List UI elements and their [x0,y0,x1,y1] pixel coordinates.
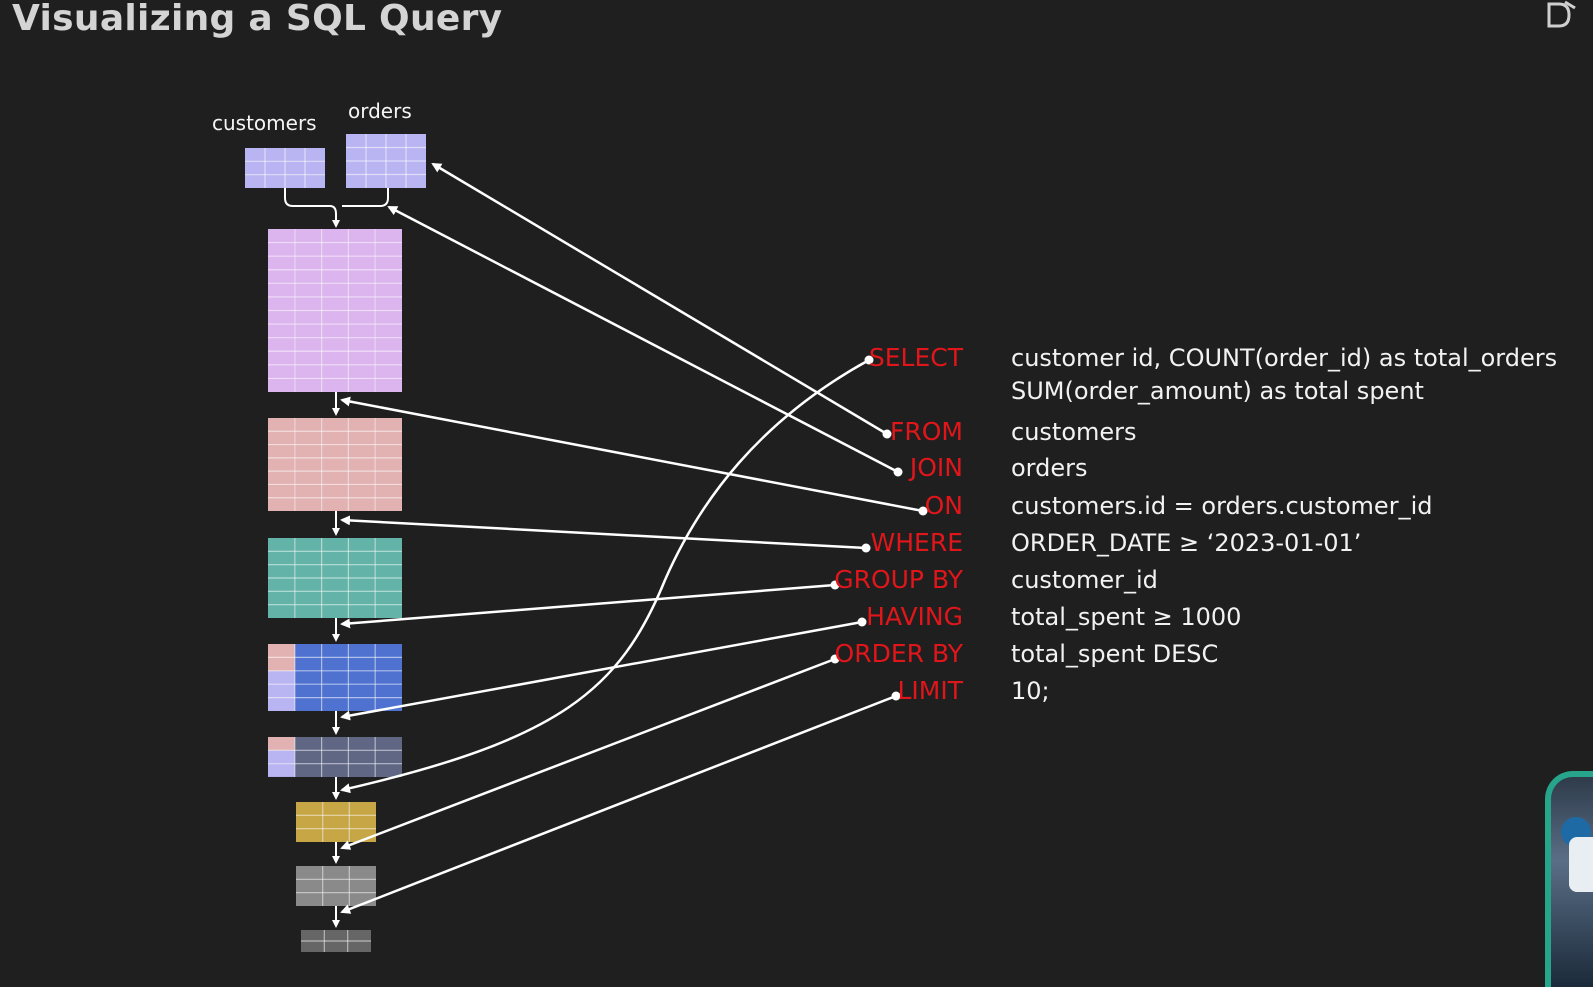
order-by-link-dot [830,654,840,664]
limit-text: 10; [1011,677,1050,705]
join-text: orders [1011,454,1088,482]
limit-link-dot [891,691,901,701]
group-by-text: customer_id [1011,566,1158,594]
group-by-link [340,583,836,629]
orders-table [346,134,426,188]
having-link-dot [857,617,867,627]
select-link [340,358,870,794]
where-link [340,515,867,550]
camera-shape [1569,837,1593,892]
keyword-group-by: GROUP BY [834,565,963,594]
keyword-having: HAVING [866,602,963,631]
channel-logo-icon [1547,0,1576,28]
order-by-link [340,657,836,850]
limit-link [340,694,897,914]
from-text: customers [1011,418,1137,446]
on-text: customers.id = orders.customer_id [1011,492,1433,520]
keyword-limit: LIMIT [897,676,963,705]
on-link-dot [918,506,928,516]
keyword-where: WHERE [870,528,963,557]
where-text: ORDER_DATE ≥ ‘2023-01-01’ [1011,529,1362,557]
order-by-text: total_spent DESC [1011,640,1219,668]
grouped-table [268,644,402,711]
orders-table-label: orders [348,99,412,123]
join-link-dot [893,467,903,477]
select-table [296,802,376,842]
on-table [268,418,402,511]
select-text-line-1: customer id, COUNT(order_id) as total_or… [1011,344,1558,372]
join-connector [284,188,340,228]
keyword-select: SELECT [868,343,963,372]
select-text-line-2: SUM(order_amount) as total spent [1011,377,1424,405]
from-link-dot [882,429,892,439]
having-link [340,620,863,721]
customers-table-label: customers [212,111,317,135]
where-link-dot [861,543,871,553]
group-by-link-dot [830,580,840,590]
join-connector-right [342,188,389,207]
keyword-on: ON [924,491,963,520]
keyword-order-by: ORDER BY [834,639,963,668]
customers-table [245,148,325,188]
keyword-from: FROM [890,417,963,446]
presenter-camera-overlay [1545,771,1593,987]
slide-title: Visualizing a SQL Query [12,0,503,39]
order-table [296,866,376,906]
joined-table [268,229,402,392]
join-link [387,205,899,474]
having-table [268,737,402,777]
from-link [431,162,888,436]
keyword-join: JOIN [909,453,963,482]
limit-table [301,930,371,952]
having-text: total_spent ≥ 1000 [1011,603,1242,631]
select-link-dot [864,355,874,365]
on-link [340,396,924,513]
where-table [268,538,402,618]
